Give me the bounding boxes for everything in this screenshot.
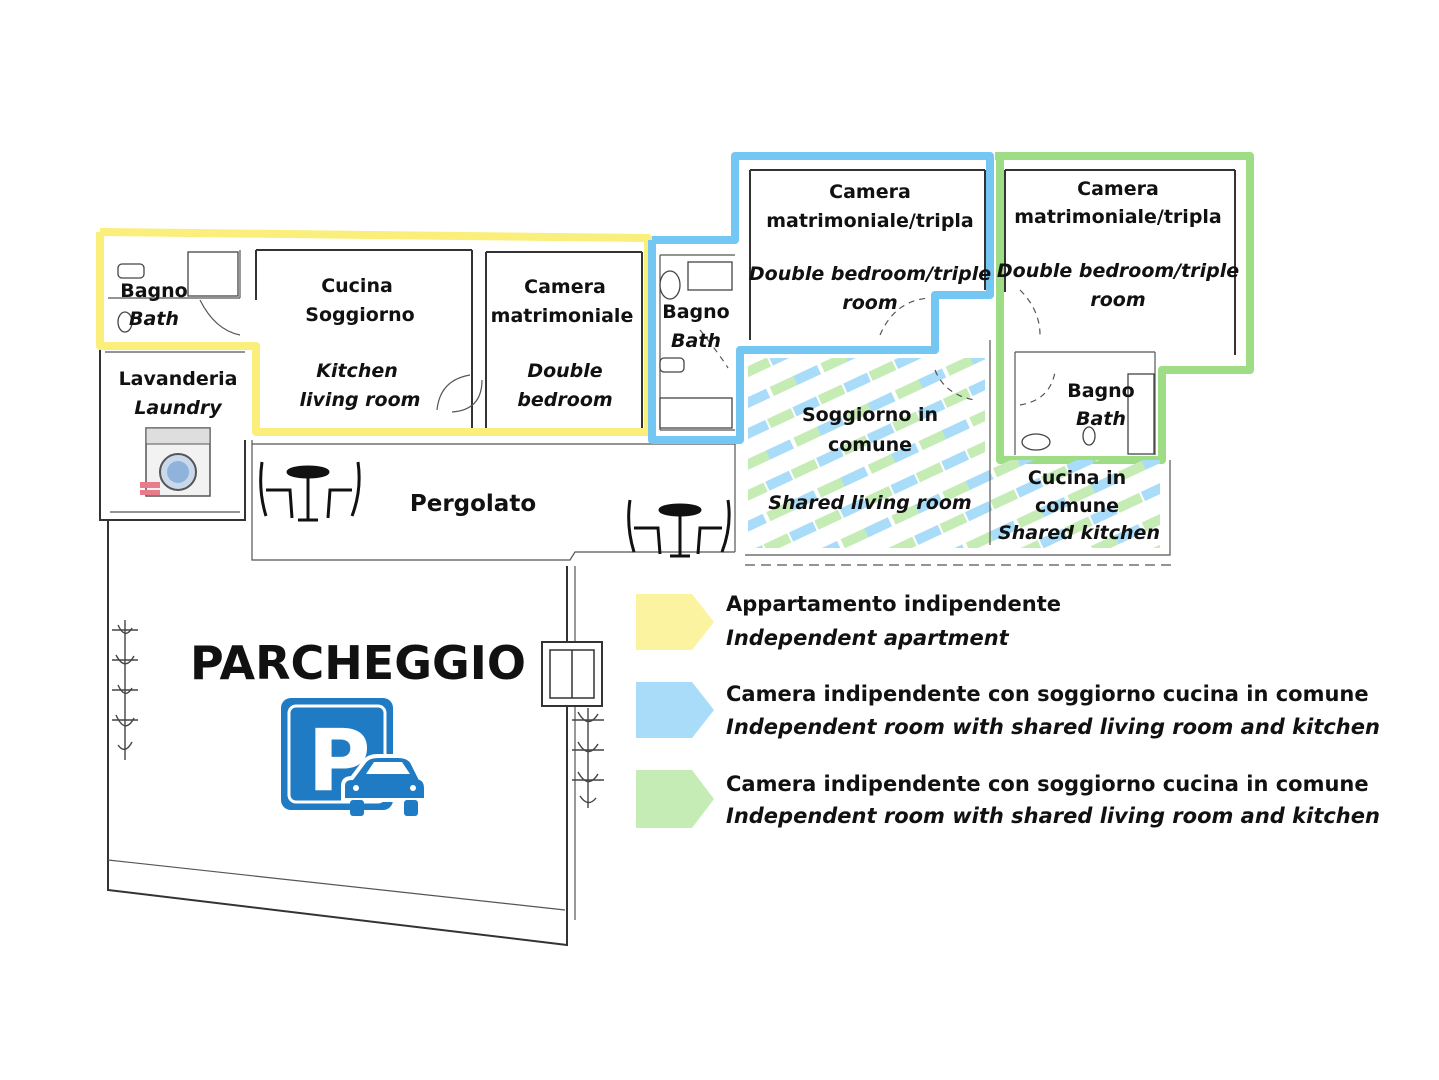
legend-swatch-green xyxy=(636,770,714,828)
bath-left-it: Bagno xyxy=(120,280,187,302)
building-walls xyxy=(99,232,1172,947)
kitchen-en-1: Kitchen xyxy=(316,360,398,382)
bedroom-green-it-1: Camera xyxy=(1077,178,1159,200)
bedroom-green-en-2: room xyxy=(1090,289,1145,311)
bath-left-en: Bath xyxy=(129,308,179,330)
plants-left-icon xyxy=(112,620,138,760)
shared-striped-zone xyxy=(748,358,1160,548)
bedroom-blue-en-2: room xyxy=(842,292,897,314)
yellow-zone xyxy=(96,228,652,436)
room-label-bedroom-green: Camera matrimoniale/tripla Double bedroo… xyxy=(997,178,1239,311)
legend-item-blue: Camera indipendente con soggiorno cucina… xyxy=(636,682,1380,739)
legend-green-it: Camera indipendente con soggiorno cucina… xyxy=(726,772,1369,796)
legend: Appartamento indipendente Independent ap… xyxy=(636,592,1380,828)
gate xyxy=(541,641,603,707)
car-icon xyxy=(341,754,428,816)
bath-blue-it: Bagno xyxy=(662,301,729,323)
legend-swatch-blue xyxy=(636,682,714,738)
room-label-bath-blue: Bagno Bath xyxy=(662,301,729,352)
room-label-bedroom-yellow: Camera matrimoniale Double bedroom xyxy=(491,276,634,411)
bath-green-en: Bath xyxy=(1076,408,1126,430)
bath-green-it: Bagno xyxy=(1067,380,1134,402)
bedroom-green-en-1: Double bedroom/triple xyxy=(997,260,1239,282)
bedroom-blue-it-1: Camera xyxy=(829,181,911,203)
shared-kitchen-it-2: comune xyxy=(1035,495,1119,517)
room-label-bath-left: Bagno Bath xyxy=(120,280,187,330)
table-chairs-left-icon xyxy=(259,461,361,522)
shared-living-it-1: Soggiorno in xyxy=(802,404,938,426)
parking-title: PARCHEGGIO xyxy=(190,636,526,690)
legend-green-en: Independent room with shared living room… xyxy=(726,804,1380,828)
parking-sign-icon: P xyxy=(281,698,428,816)
doors xyxy=(199,289,1056,413)
room-label-bedroom-blue: Camera matrimoniale/tripla Double bedroo… xyxy=(749,181,991,314)
room-label-shared-kitchen: Cucina in comune Shared kitchen xyxy=(998,467,1160,544)
legend-blue-en: Independent room with shared living room… xyxy=(726,715,1380,739)
bedroom-green-it-2: matrimoniale/tripla xyxy=(1014,206,1222,228)
bedroom-yellow-en-2: bedroom xyxy=(517,389,612,411)
room-label-kitchen: Cucina Soggiorno Kitchen living room xyxy=(300,275,421,411)
bedroom-yellow-it-1: Camera xyxy=(524,276,606,298)
legend-item-green: Camera indipendente con soggiorno cucina… xyxy=(636,770,1380,828)
legend-blue-it: Camera indipendente con soggiorno cucina… xyxy=(726,682,1369,706)
shared-kitchen-en: Shared kitchen xyxy=(998,522,1160,544)
legend-swatch-yellow xyxy=(636,594,714,650)
shared-living-en: Shared living room xyxy=(768,492,971,514)
room-label-shared-living: Soggiorno in comune Shared living room xyxy=(768,404,971,514)
kitchen-en-2: living room xyxy=(300,389,421,411)
plants-right-icon xyxy=(572,708,604,808)
fixtures xyxy=(117,251,1155,455)
bedroom-blue-en-1: Double bedroom/triple xyxy=(749,263,991,285)
room-label-bath-green: Bagno Bath xyxy=(1067,380,1134,430)
legend-item-yellow: Appartamento indipendente Independent ap… xyxy=(636,592,1061,650)
bedroom-yellow-it-2: matrimoniale xyxy=(491,305,634,327)
room-label-laundry: Lavanderia Laundry xyxy=(119,368,238,419)
legend-yellow-en: Independent apartment xyxy=(726,626,1010,650)
legend-yellow-it: Appartamento indipendente xyxy=(726,592,1061,616)
blue-zone xyxy=(648,152,994,444)
kitchen-it-1: Cucina xyxy=(321,275,393,297)
table-chairs-right-icon xyxy=(627,499,731,558)
bedroom-blue-it-2: matrimoniale/tripla xyxy=(766,210,974,232)
kitchen-it-2: Soggiorno xyxy=(305,304,414,326)
laundry-en: Laundry xyxy=(134,397,223,419)
laundry-it: Lavanderia xyxy=(119,368,238,390)
shared-kitchen-it-1: Cucina in xyxy=(1028,467,1126,489)
washing-machine-icon xyxy=(140,427,211,497)
shared-living-it-2: comune xyxy=(828,434,912,456)
pergola-label: Pergolato xyxy=(410,491,536,517)
bath-blue-en: Bath xyxy=(671,330,721,352)
bedroom-yellow-en-1: Double xyxy=(527,360,602,382)
